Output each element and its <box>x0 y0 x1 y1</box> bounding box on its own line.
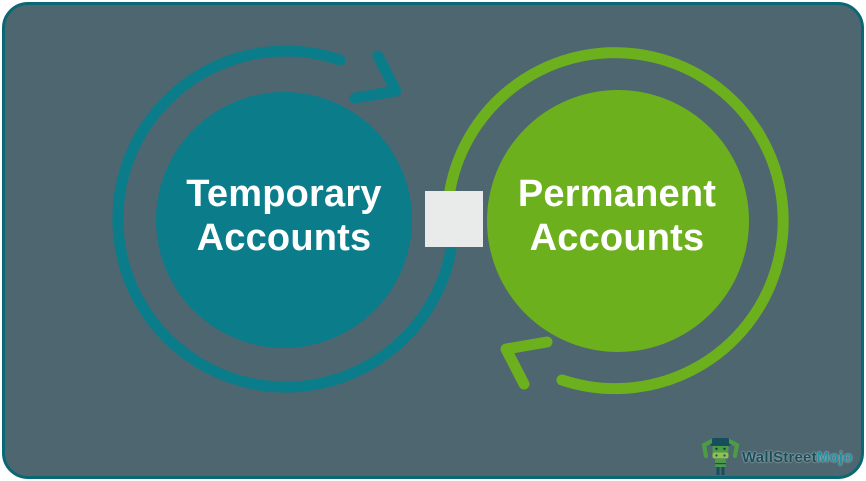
logo-mojo-text: Mojo <box>816 448 853 466</box>
wallstreetmojo-logo: WallStreetMojo <box>702 436 853 478</box>
permanent-accounts-circle <box>487 90 749 352</box>
temporary-label-line1: Temporary <box>186 173 382 215</box>
temporary-label-line2: Accounts <box>196 217 372 259</box>
temporary-arrow-head-icon <box>349 50 402 104</box>
temporary-cycle-arc <box>112 45 457 393</box>
connector-square <box>425 191 483 247</box>
temporary-accounts-circle <box>156 92 412 348</box>
logo-brand-text: WallStreetMojo <box>742 449 853 466</box>
permanent-label-line2: Accounts <box>529 217 705 259</box>
permanent-arrow-head-icon <box>500 336 553 390</box>
bull-mascot-icon <box>702 438 739 475</box>
logo-wallstreet-text: WallStreet <box>742 448 817 466</box>
temporary-accounts-label: Temporary Accounts <box>134 172 434 260</box>
permanent-label-line1: Permanent <box>517 173 717 215</box>
permanent-accounts-label: Permanent Accounts <box>467 172 767 260</box>
permanent-cycle-arc <box>444 47 789 395</box>
